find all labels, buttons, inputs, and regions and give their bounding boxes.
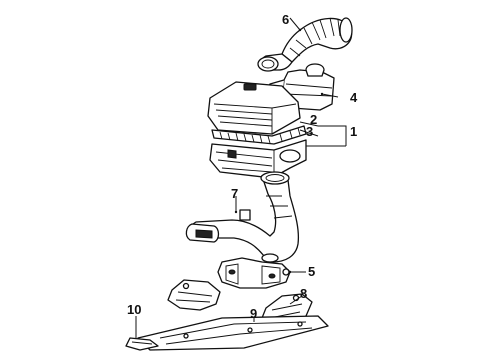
leader-lines [135,17,347,338]
callout-10: 10 [127,302,141,317]
left-deflector[interactable] [167,279,221,311]
callout-1: 1 [350,124,357,139]
callout-9: 9 [250,306,257,321]
air-cleaner-case[interactable] [209,139,307,179]
callout-3: 3 [306,124,313,139]
callout-2: 2 [310,112,317,127]
air-cleaner-cover[interactable] [207,81,301,135]
callout-4: 4 [350,90,358,105]
engine-undercover[interactable] [137,315,329,351]
leader-dots [234,28,324,274]
under-rail[interactable] [125,337,159,351]
callout-5: 5 [308,264,315,279]
air-intake-duct[interactable] [185,171,300,263]
callout-8: 8 [300,286,307,301]
air-filter-element[interactable] [211,125,307,145]
callout-6: 6 [282,12,289,27]
intake-hose[interactable] [257,17,353,72]
mounting-bracket[interactable] [217,257,291,289]
callout-7: 7 [231,186,238,201]
